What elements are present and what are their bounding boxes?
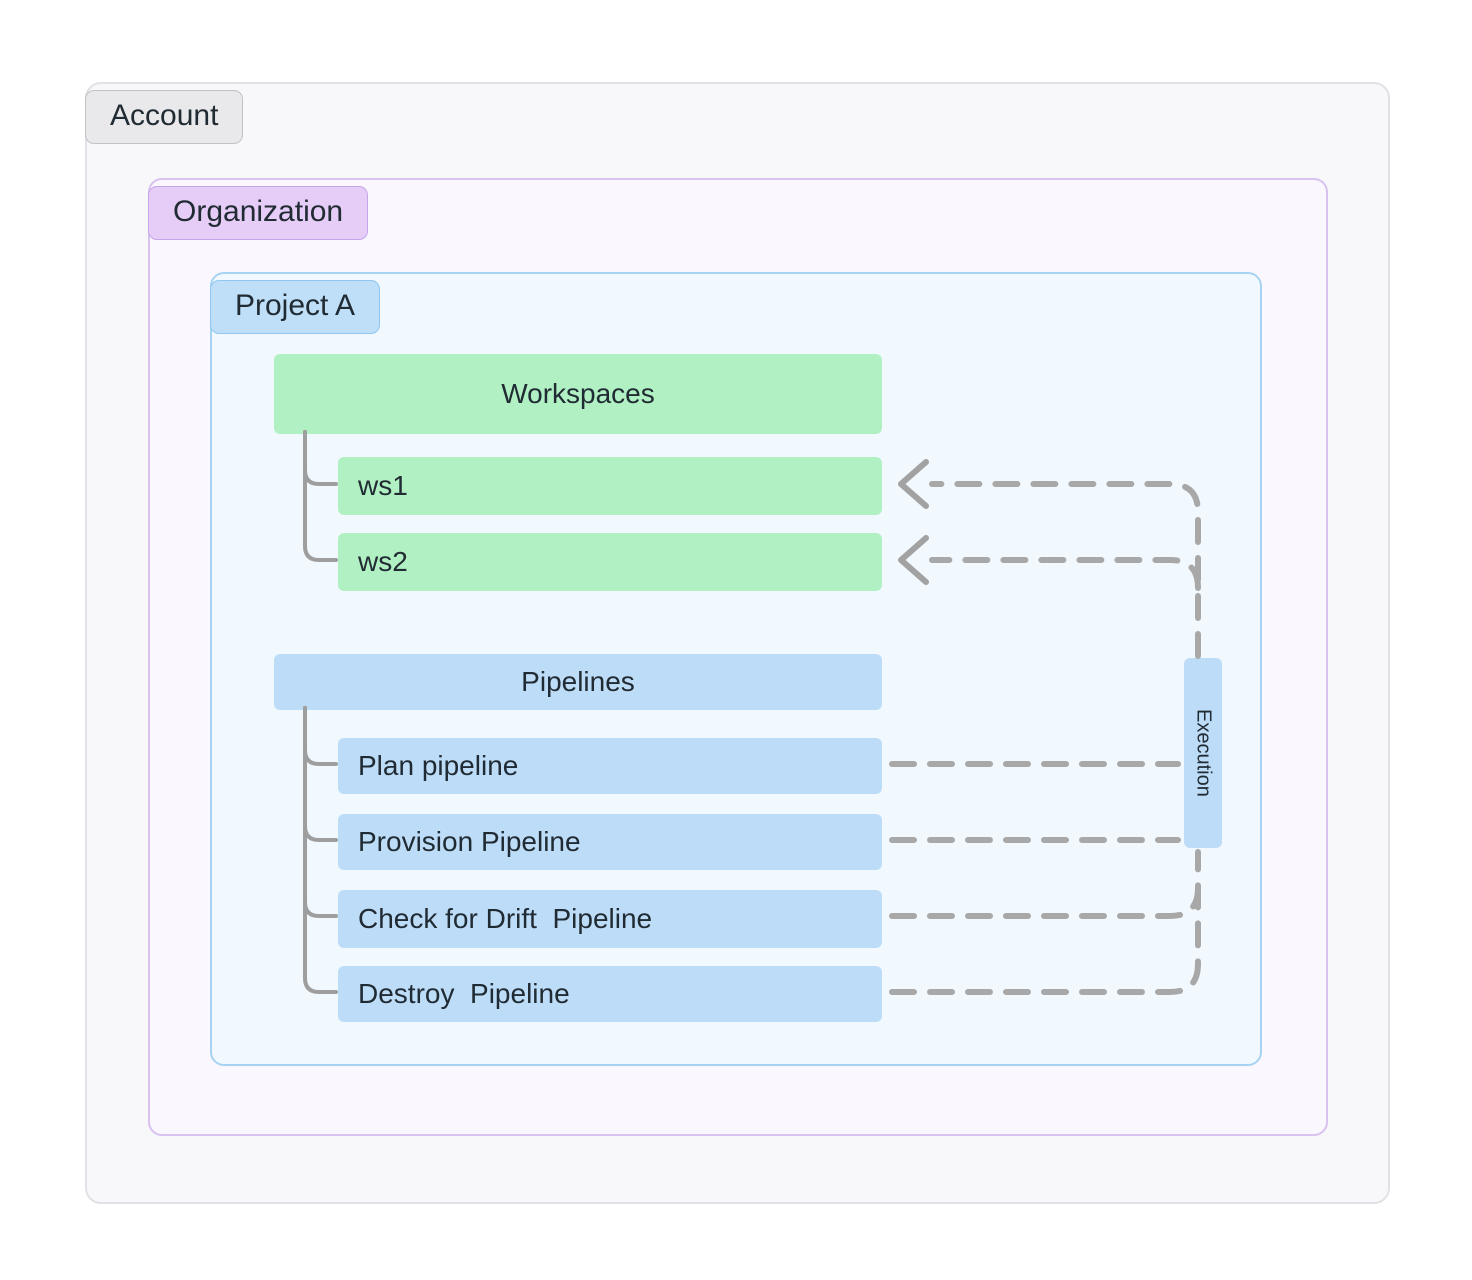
organization-label: Organization	[148, 186, 369, 240]
execution-node: Execution	[1184, 658, 1222, 848]
pipeline-node-provision: Provision Pipeline	[338, 814, 882, 870]
workspace-node-ws1: ws1	[338, 457, 882, 515]
pipelines-header-node: Pipelines	[274, 654, 882, 710]
workspaces-header-node: Workspaces	[274, 354, 882, 434]
account-container: Account Organization Project A Workspace…	[85, 82, 1390, 1204]
pipeline-node-destroy: Destroy Pipeline	[338, 966, 882, 1022]
project-a-label: Project A	[210, 280, 381, 334]
organization-container: Organization Project A Workspaces ws1 ws…	[148, 178, 1328, 1136]
account-label: Account	[85, 90, 244, 144]
pipeline-node-check-for-drift: Check for Drift Pipeline	[338, 890, 882, 948]
workspace-node-ws2: ws2	[338, 533, 882, 591]
pipeline-node-plan: Plan pipeline	[338, 738, 882, 794]
project-a-container: Project A Workspaces ws1 ws2 Pipelines P…	[210, 272, 1262, 1066]
